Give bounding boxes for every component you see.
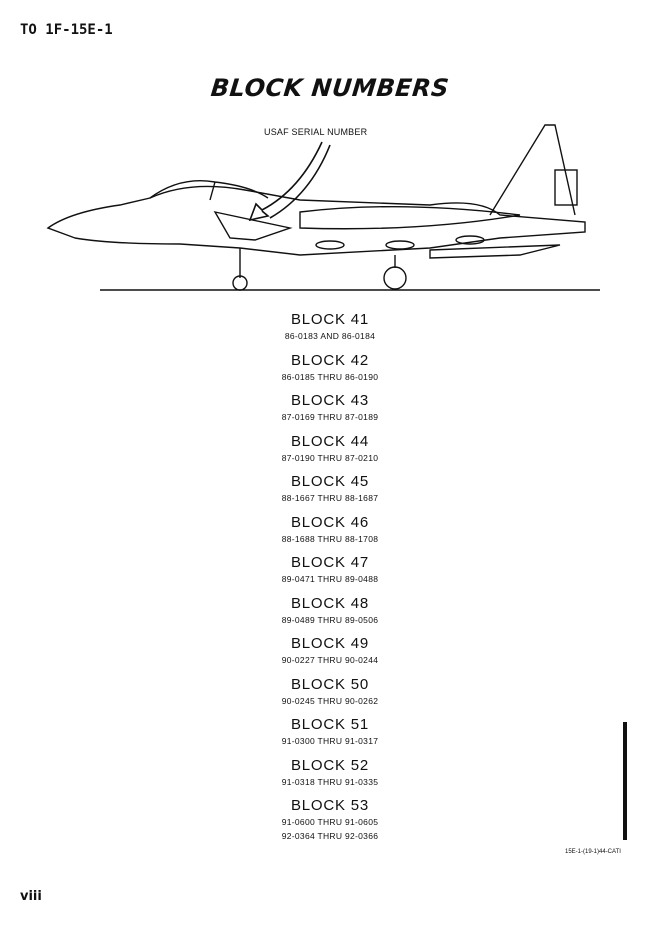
wing xyxy=(299,205,521,230)
block-label: BLOCK 51 xyxy=(290,716,370,733)
serial-range: 92-0364 THRU 92-0366 xyxy=(281,831,379,841)
block-entry: BLOCK 42 86-0185 THRU 86-0190 xyxy=(200,352,460,393)
block-entry: BLOCK 45 88-1667 THRU 88-1687 xyxy=(200,473,460,514)
canopy xyxy=(149,180,269,199)
block-entry: BLOCK 49 90-0227 THRU 90-0244 xyxy=(200,635,460,676)
technical-order-number: TO 1F-15E-1 xyxy=(20,22,113,38)
block-label: BLOCK 41 xyxy=(290,311,370,328)
serial-range: 89-0489 THRU 89-0506 xyxy=(281,614,379,625)
serial-range: 90-0245 THRU 90-0262 xyxy=(281,695,379,706)
block-label: BLOCK 45 xyxy=(290,473,370,490)
block-entry: BLOCK 50 90-0245 THRU 90-0262 xyxy=(200,676,460,717)
serial-range: 87-0169 THRU 87-0189 xyxy=(281,412,379,422)
block-entry: BLOCK 44 87-0190 THRU 87-0210 xyxy=(200,433,460,474)
serial-range: 86-0185 THRU 86-0190 xyxy=(281,371,379,382)
block-label: BLOCK 52 xyxy=(290,756,370,774)
f15e-aircraft-illustration xyxy=(46,124,600,291)
serial-range: 89-0471 THRU 89-0488 xyxy=(281,574,379,584)
serial-range: 91-0600 THRU 91-0605 xyxy=(281,817,379,827)
block-entry: BLOCK 52 91-0318 THRU 91-0335 xyxy=(200,757,460,798)
block-label: BLOCK 42 xyxy=(290,351,370,369)
serial-number-callout: USAF SERIAL NUMBER xyxy=(264,127,368,137)
serial-range: 86-0183 AND 86-0184 xyxy=(284,331,376,341)
change-bar xyxy=(623,722,627,840)
block-label: BLOCK 48 xyxy=(290,594,370,612)
block-entry: BLOCK 48 89-0489 THRU 89-0506 xyxy=(200,595,460,636)
block-label: BLOCK 44 xyxy=(290,432,370,450)
serial-range: 91-0300 THRU 91-0317 xyxy=(281,736,379,746)
block-label: BLOCK 49 xyxy=(290,635,370,652)
block-label: BLOCK 50 xyxy=(290,675,370,693)
block-entry: BLOCK 41 86-0183 AND 86-0184 xyxy=(200,311,460,352)
page-number: viii xyxy=(20,889,42,904)
block-label: BLOCK 46 xyxy=(290,513,370,531)
serial-range: 88-1667 THRU 88-1687 xyxy=(281,493,379,503)
serial-range: 90-0227 THRU 90-0244 xyxy=(281,655,379,665)
block-label: BLOCK 43 xyxy=(290,392,370,409)
block-entry: BLOCK 51 91-0300 THRU 91-0317 xyxy=(200,716,460,757)
block-entry: BLOCK 46 88-1688 THRU 88-1708 xyxy=(200,514,460,555)
block-label: BLOCK 47 xyxy=(290,554,370,571)
fuselage xyxy=(46,185,586,256)
block-entry: BLOCK 43 87-0169 THRU 87-0189 xyxy=(200,392,460,433)
serial-range: 91-0318 THRU 91-0335 xyxy=(281,776,379,787)
block-entry: BLOCK 47 89-0471 THRU 89-0488 xyxy=(200,554,460,595)
serial-range: 88-1688 THRU 88-1708 xyxy=(281,533,379,544)
figure-id: 15E-1-(19-1)44-CATI xyxy=(565,849,621,855)
block-entry: BLOCK 53 91-0600 THRU 91-0605 92-0364 THRU… xyxy=(200,797,460,841)
block-label: BLOCK 53 xyxy=(290,797,370,814)
callout-arrow xyxy=(248,141,323,222)
serial-range: 87-0190 THRU 87-0210 xyxy=(281,452,379,463)
intake xyxy=(213,210,293,241)
